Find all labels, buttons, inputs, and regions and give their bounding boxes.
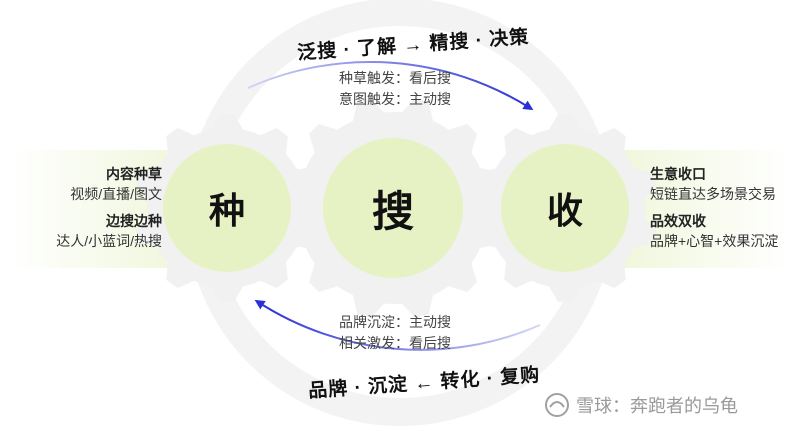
right-item-1-title: 生意收口	[650, 166, 706, 182]
right-item-2-title: 品效双收	[650, 213, 706, 229]
left-item-2-text: 达人/小蓝词/热搜	[56, 233, 162, 249]
left-item-2-title: 边搜边种	[106, 213, 162, 229]
left-panel: 内容种草 视频/直播/图文 边搜边种 达人/小蓝词/热搜	[10, 164, 162, 251]
top-arc-arrow	[247, 60, 534, 111]
node-center-label: 搜	[371, 187, 414, 235]
bottom-arc-arrow	[254, 299, 541, 351]
node-left-circle	[163, 144, 291, 272]
bottom-arc-line-2: 相关激发：看后搜	[339, 335, 451, 351]
left-item-1-text: 视频/直播/图文	[70, 186, 162, 202]
bottom-arc-line-1: 品牌沉淀：主动搜	[339, 314, 451, 330]
top-arc-lines: 种草触发：看后搜 意图触发：主动搜	[320, 68, 470, 110]
bottom-arc-lines: 品牌沉淀：主动搜 相关激发：看后搜	[320, 312, 470, 354]
watermark-text: 雪球：奔跑者的乌龟	[576, 396, 738, 416]
right-panel: 生意收口 短链直达多场景交易 品效双收 品牌+心智+效果沉淀	[650, 164, 795, 251]
snowball-icon	[545, 393, 569, 417]
top-arc-line-1: 种草触发：看后搜	[339, 70, 451, 86]
node-right-circle	[501, 144, 629, 272]
node-left-label: 种	[208, 190, 245, 231]
right-item-1-text: 短链直达多场景交易	[650, 186, 776, 202]
right-item-2-text: 品牌+心智+效果沉淀	[650, 233, 779, 249]
left-item-1-title: 内容种草	[106, 166, 162, 182]
top-arc-line-2: 意图触发：主动搜	[339, 91, 451, 107]
watermark: 雪球：奔跑者的乌龟	[544, 392, 738, 418]
node-right-label: 收	[546, 190, 583, 231]
node-center-circle	[323, 138, 463, 278]
